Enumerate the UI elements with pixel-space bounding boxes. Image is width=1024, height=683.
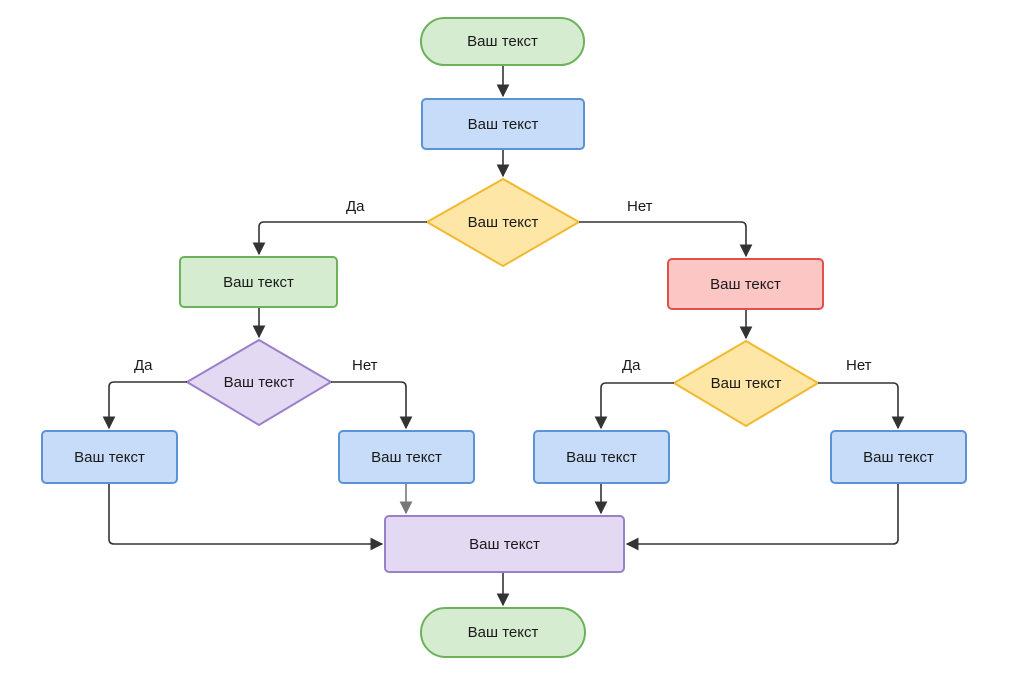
edge-decision1-yes xyxy=(252,221,427,256)
decision2-label: Ваш текст xyxy=(223,373,295,391)
decision3-no-label: Нет xyxy=(846,357,872,374)
edge-decision1-no xyxy=(579,221,753,258)
decision3-diamond[interactable] xyxy=(672,339,820,428)
leaf4-process[interactable]: Ваш текст xyxy=(830,430,967,484)
end-terminal[interactable]: Ваш текст xyxy=(420,607,586,658)
no-branch-process[interactable]: Ваш текст xyxy=(667,258,824,310)
decision2-no-label: Нет xyxy=(352,357,378,374)
yes-branch-process[interactable]: Ваш текст xyxy=(179,256,338,308)
edge-leaf4-merge xyxy=(625,484,899,551)
edge-decision2-no xyxy=(331,381,413,430)
start-terminal[interactable]: Ваш текст xyxy=(420,17,585,66)
decision1-label: Ваш текст xyxy=(467,213,539,231)
decision2-yes-label: Да xyxy=(134,357,153,374)
decision2-diamond[interactable] xyxy=(185,338,333,427)
merge-process[interactable]: Ваш текст xyxy=(384,515,625,573)
decision1-yes-label: Да xyxy=(346,198,365,215)
edge-decision3-yes xyxy=(594,382,674,430)
leaf3-process[interactable]: Ваш текст xyxy=(533,430,670,484)
decision3-label: Ваш текст xyxy=(710,374,782,392)
leaf2-process[interactable]: Ваш текст xyxy=(338,430,475,484)
edge-leaf1-merge xyxy=(108,484,384,551)
decision1-no-label: Нет xyxy=(627,198,653,215)
edge-decision2-yes xyxy=(102,381,187,430)
decision1-diamond[interactable] xyxy=(424,177,582,268)
step1-process[interactable]: Ваш текст xyxy=(421,98,585,150)
decision3-yes-label: Да xyxy=(622,357,641,374)
leaf1-process[interactable]: Ваш текст xyxy=(41,430,178,484)
edge-decision3-no xyxy=(818,382,905,430)
